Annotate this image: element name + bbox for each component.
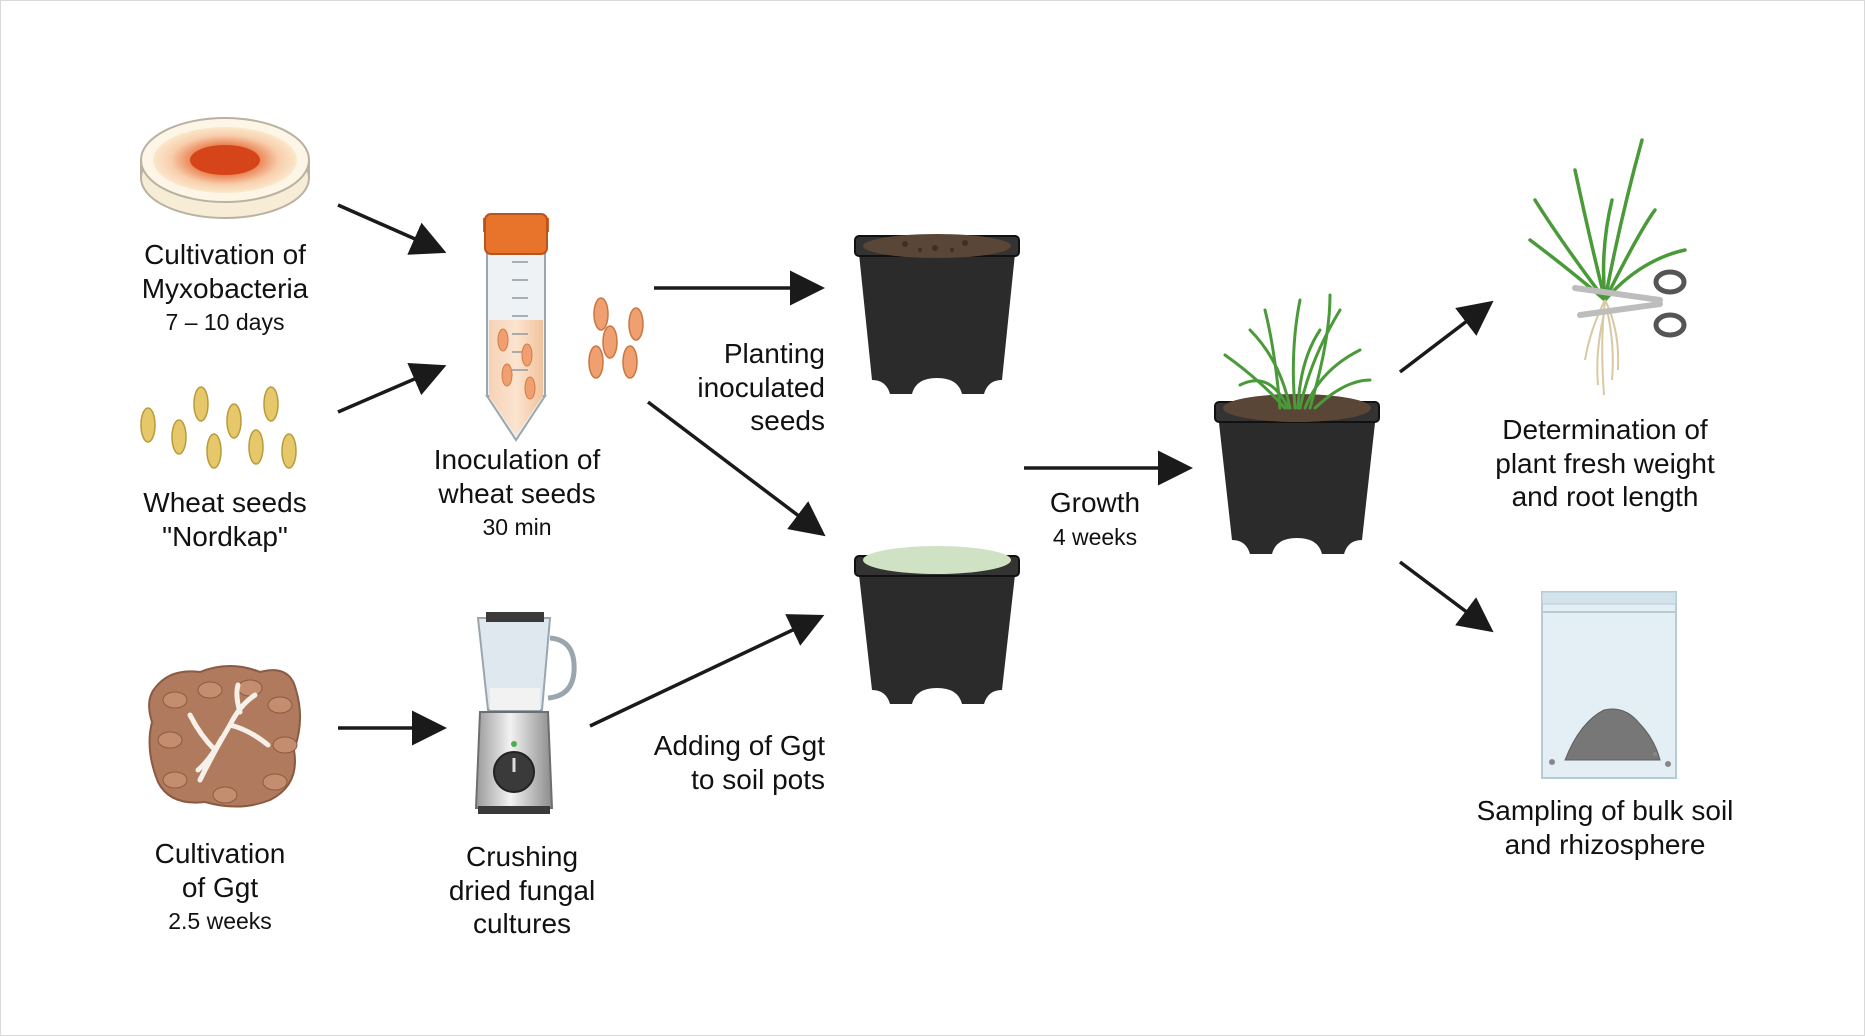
pot-ggt-icon: [854, 546, 1020, 704]
label-planting-line3: seeds: [750, 405, 825, 437]
label-sampling-line2: and rhizosphere: [1504, 828, 1706, 860]
label-ggt-line1: Cultivation: [154, 838, 286, 869]
label-growth: Growth 4 weeks: [1000, 486, 1190, 551]
label-adding-line2: to soil pots: [691, 763, 825, 795]
sample-bag-icon: [1541, 591, 1677, 779]
label-determination-line3: and root length: [1511, 481, 1699, 513]
label-ggt-line2: of Ggt: [181, 871, 259, 903]
label-planting: Planting inoculated seeds: [560, 337, 825, 438]
label-adding: Adding of Ggt to soil pots: [560, 729, 825, 796]
label-myxo: Cultivation of Myxobacteria 7 – 10 days: [100, 238, 350, 337]
label-wheat-line1: Wheat seeds: [143, 487, 307, 518]
label-crushing-line1: Crushing: [465, 841, 579, 872]
label-myxo-line2: Myxobacteria: [141, 272, 309, 304]
label-ggt-duration: 2.5 weeks: [168, 908, 272, 935]
fungus-culture-icon: [148, 665, 301, 808]
label-determination-line2: plant fresh weight: [1495, 447, 1715, 479]
label-sampling: Sampling of bulk soil and rhizosphere: [1450, 794, 1760, 861]
wheat-seeds-icon: [140, 386, 297, 469]
label-crushing-line3: cultures: [472, 908, 572, 940]
label-ggt: Cultivation of Ggt 2.5 weeks: [95, 837, 345, 936]
label-inoculation-duration: 30 min: [482, 514, 552, 541]
arrow-crushing-to-pot2: [589, 614, 825, 728]
label-inoculation-line1: Inoculation of: [433, 444, 601, 475]
arrow-to-determination: [1398, 300, 1494, 374]
arrows: [337, 203, 1494, 746]
label-growth-duration: 4 weeks: [1052, 523, 1138, 550]
label-inoculation: Inoculation of wheat seeds 30 min: [392, 443, 642, 542]
scissors-icon: [1572, 269, 1687, 338]
inoculated-seeds-icon: [588, 297, 644, 379]
label-determination: Determination of plant fresh weight and …: [1460, 413, 1750, 514]
falcon-tube-icon: [483, 213, 549, 442]
blender-icon: [474, 612, 577, 814]
label-planting-line2: inoculated: [697, 371, 825, 403]
arrow-inoculation-to-pot2: [646, 400, 826, 537]
label-myxo-duration: 7 – 10 days: [165, 309, 285, 336]
label-adding-line1: Adding of Ggt: [653, 730, 825, 761]
pot-plant-icon: [1214, 293, 1380, 554]
wheat-plant-scissors-icon: [1528, 138, 1687, 396]
label-growth-line1: Growth: [1049, 487, 1141, 518]
label-planting-line1: Planting: [723, 338, 825, 369]
label-wheat: Wheat seeds "Nordkap": [100, 486, 350, 553]
label-wheat-line2: "Nordkap": [162, 520, 288, 552]
label-determination-line1: Determination of: [1502, 414, 1708, 445]
label-inoculation-line2: wheat seeds: [438, 477, 596, 509]
label-sampling-line1: Sampling of bulk soil: [1476, 795, 1734, 826]
pot-soil-icon: [854, 234, 1020, 394]
arrow-wheat-to-inoculation: [337, 363, 447, 414]
arrow-to-sampling: [1398, 560, 1494, 633]
arrow-myxo-to-inoculation: [337, 203, 447, 255]
label-myxo-line1: Cultivation of: [144, 239, 306, 270]
label-crushing-line2: dried fungal: [448, 874, 596, 906]
petri-dish-icon: [140, 117, 310, 219]
label-crushing: Crushing dried fungal cultures: [397, 840, 647, 941]
